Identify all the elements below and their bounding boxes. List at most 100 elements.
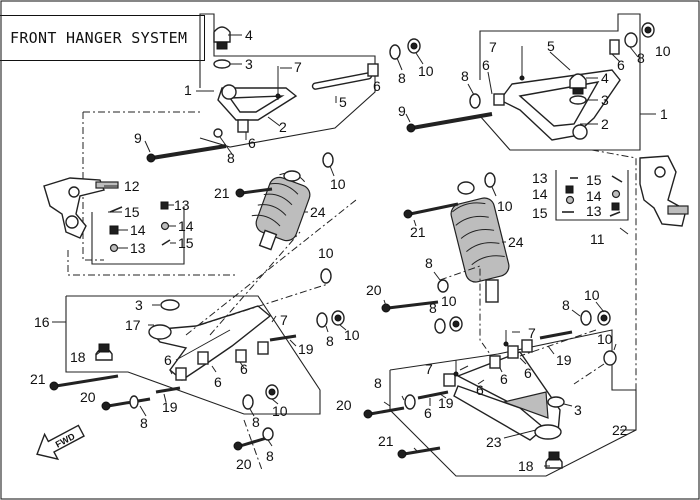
callout-3: 3 (135, 297, 143, 313)
lower-right-a-arm (453, 351, 562, 441)
callout-10: 10 (418, 63, 434, 79)
callout-8: 8 (425, 255, 433, 271)
ball-joint-icon (569, 73, 587, 95)
callout-10: 10 (344, 327, 360, 343)
callout-19: 19 (556, 352, 572, 368)
callout-8: 8 (398, 70, 406, 86)
callout-20: 20 (336, 397, 352, 413)
callout-1: 1 (184, 82, 192, 98)
washer-icon (242, 394, 254, 410)
callout-8: 8 (374, 375, 382, 391)
callout-10: 10 (584, 287, 600, 303)
callout-10: 10 (655, 43, 671, 59)
callout-6: 6 (617, 57, 625, 73)
callout-4: 4 (601, 70, 609, 86)
callout-1: 1 (660, 106, 668, 122)
callout-8: 8 (326, 333, 334, 349)
callout-8: 8 (266, 448, 274, 464)
bolt-head-icon (49, 381, 59, 391)
callout-10: 10 (597, 331, 613, 347)
bushing-icon (237, 119, 249, 133)
callout-19: 19 (438, 395, 454, 411)
callout-3: 3 (574, 402, 582, 418)
bushing-icon (609, 39, 620, 55)
lower-left-arm-frame (65, 295, 321, 415)
callout-7: 7 (489, 39, 497, 55)
fastener-frame (555, 170, 629, 221)
callout-13: 13 (174, 197, 190, 213)
callout-6: 6 (424, 405, 432, 421)
dash-guide (82, 112, 104, 261)
callout-10: 10 (318, 245, 334, 261)
callout-13: 13 (130, 240, 146, 256)
shaft-icon (269, 334, 297, 342)
callout-3: 3 (245, 56, 253, 72)
callout-18: 18 (70, 349, 86, 365)
washer-icon (437, 279, 449, 293)
bolt-head-icon (233, 441, 243, 451)
bolt-head-icon (146, 153, 156, 163)
callout-8: 8 (252, 414, 260, 430)
lower-right-arm-frame (389, 329, 637, 477)
callout-6: 6 (524, 365, 532, 381)
bushing-icon (443, 373, 456, 387)
callout-18: 18 (518, 458, 534, 474)
shaft-icon (311, 72, 373, 90)
diagram-title: FRONT HANGER SYSTEM (10, 29, 188, 47)
steering-knuckle-right (639, 155, 689, 227)
callout-8: 8 (637, 50, 645, 66)
bushing-icon (367, 63, 379, 77)
nut-icon (109, 225, 119, 235)
callout-3: 3 (601, 92, 609, 108)
circlip-icon (160, 299, 180, 311)
callout-21: 21 (214, 185, 230, 201)
upper-left-a-arm (217, 84, 298, 121)
callout-12: 12 (124, 178, 140, 194)
washer-icon (565, 195, 575, 205)
callout-7: 7 (294, 59, 302, 75)
callout-8: 8 (140, 415, 148, 431)
callout-10: 10 (497, 198, 513, 214)
callout-6: 6 (240, 361, 248, 377)
callout-8: 8 (562, 297, 570, 313)
washer-icon (213, 128, 223, 138)
washer-icon (469, 93, 481, 109)
washer-icon (434, 318, 446, 334)
bolt-head-icon (381, 303, 391, 313)
washer-icon (322, 152, 334, 168)
callout-7: 7 (425, 361, 433, 377)
washer-icon (580, 310, 592, 326)
circlip-icon (213, 59, 231, 69)
callout-2: 2 (279, 119, 287, 135)
callout-7: 7 (280, 312, 288, 328)
washer-icon (316, 312, 328, 328)
callout-21: 21 (378, 433, 394, 449)
callout-6: 6 (476, 382, 484, 398)
callout-21: 21 (30, 371, 46, 387)
steering-knuckle-left (43, 177, 119, 239)
forward-arrow-icon: FWD (36, 424, 85, 461)
nut-icon (160, 201, 169, 210)
callout-20: 20 (366, 282, 382, 298)
washer-icon (109, 243, 119, 253)
washer-icon (404, 394, 416, 410)
callout-5: 5 (547, 38, 555, 54)
callout-14: 14 (178, 218, 194, 234)
callout-9: 9 (134, 130, 142, 146)
callout-20: 20 (236, 456, 252, 472)
callout-10: 10 (330, 176, 346, 192)
callout-11: 11 (590, 231, 605, 247)
upper-left-arm-frame (199, 13, 376, 148)
lower-left-a-arm (148, 305, 272, 381)
washer-icon (262, 427, 274, 441)
callout-10: 10 (441, 293, 457, 309)
callout-14: 14 (130, 222, 146, 238)
callout-6: 6 (248, 135, 256, 151)
callout-2: 2 (601, 116, 609, 132)
nut-icon (565, 185, 574, 194)
callout-19: 19 (162, 399, 178, 415)
callout-10: 10 (272, 403, 288, 419)
callout-6: 6 (482, 57, 490, 73)
upper-right-arm-frame (479, 13, 641, 151)
